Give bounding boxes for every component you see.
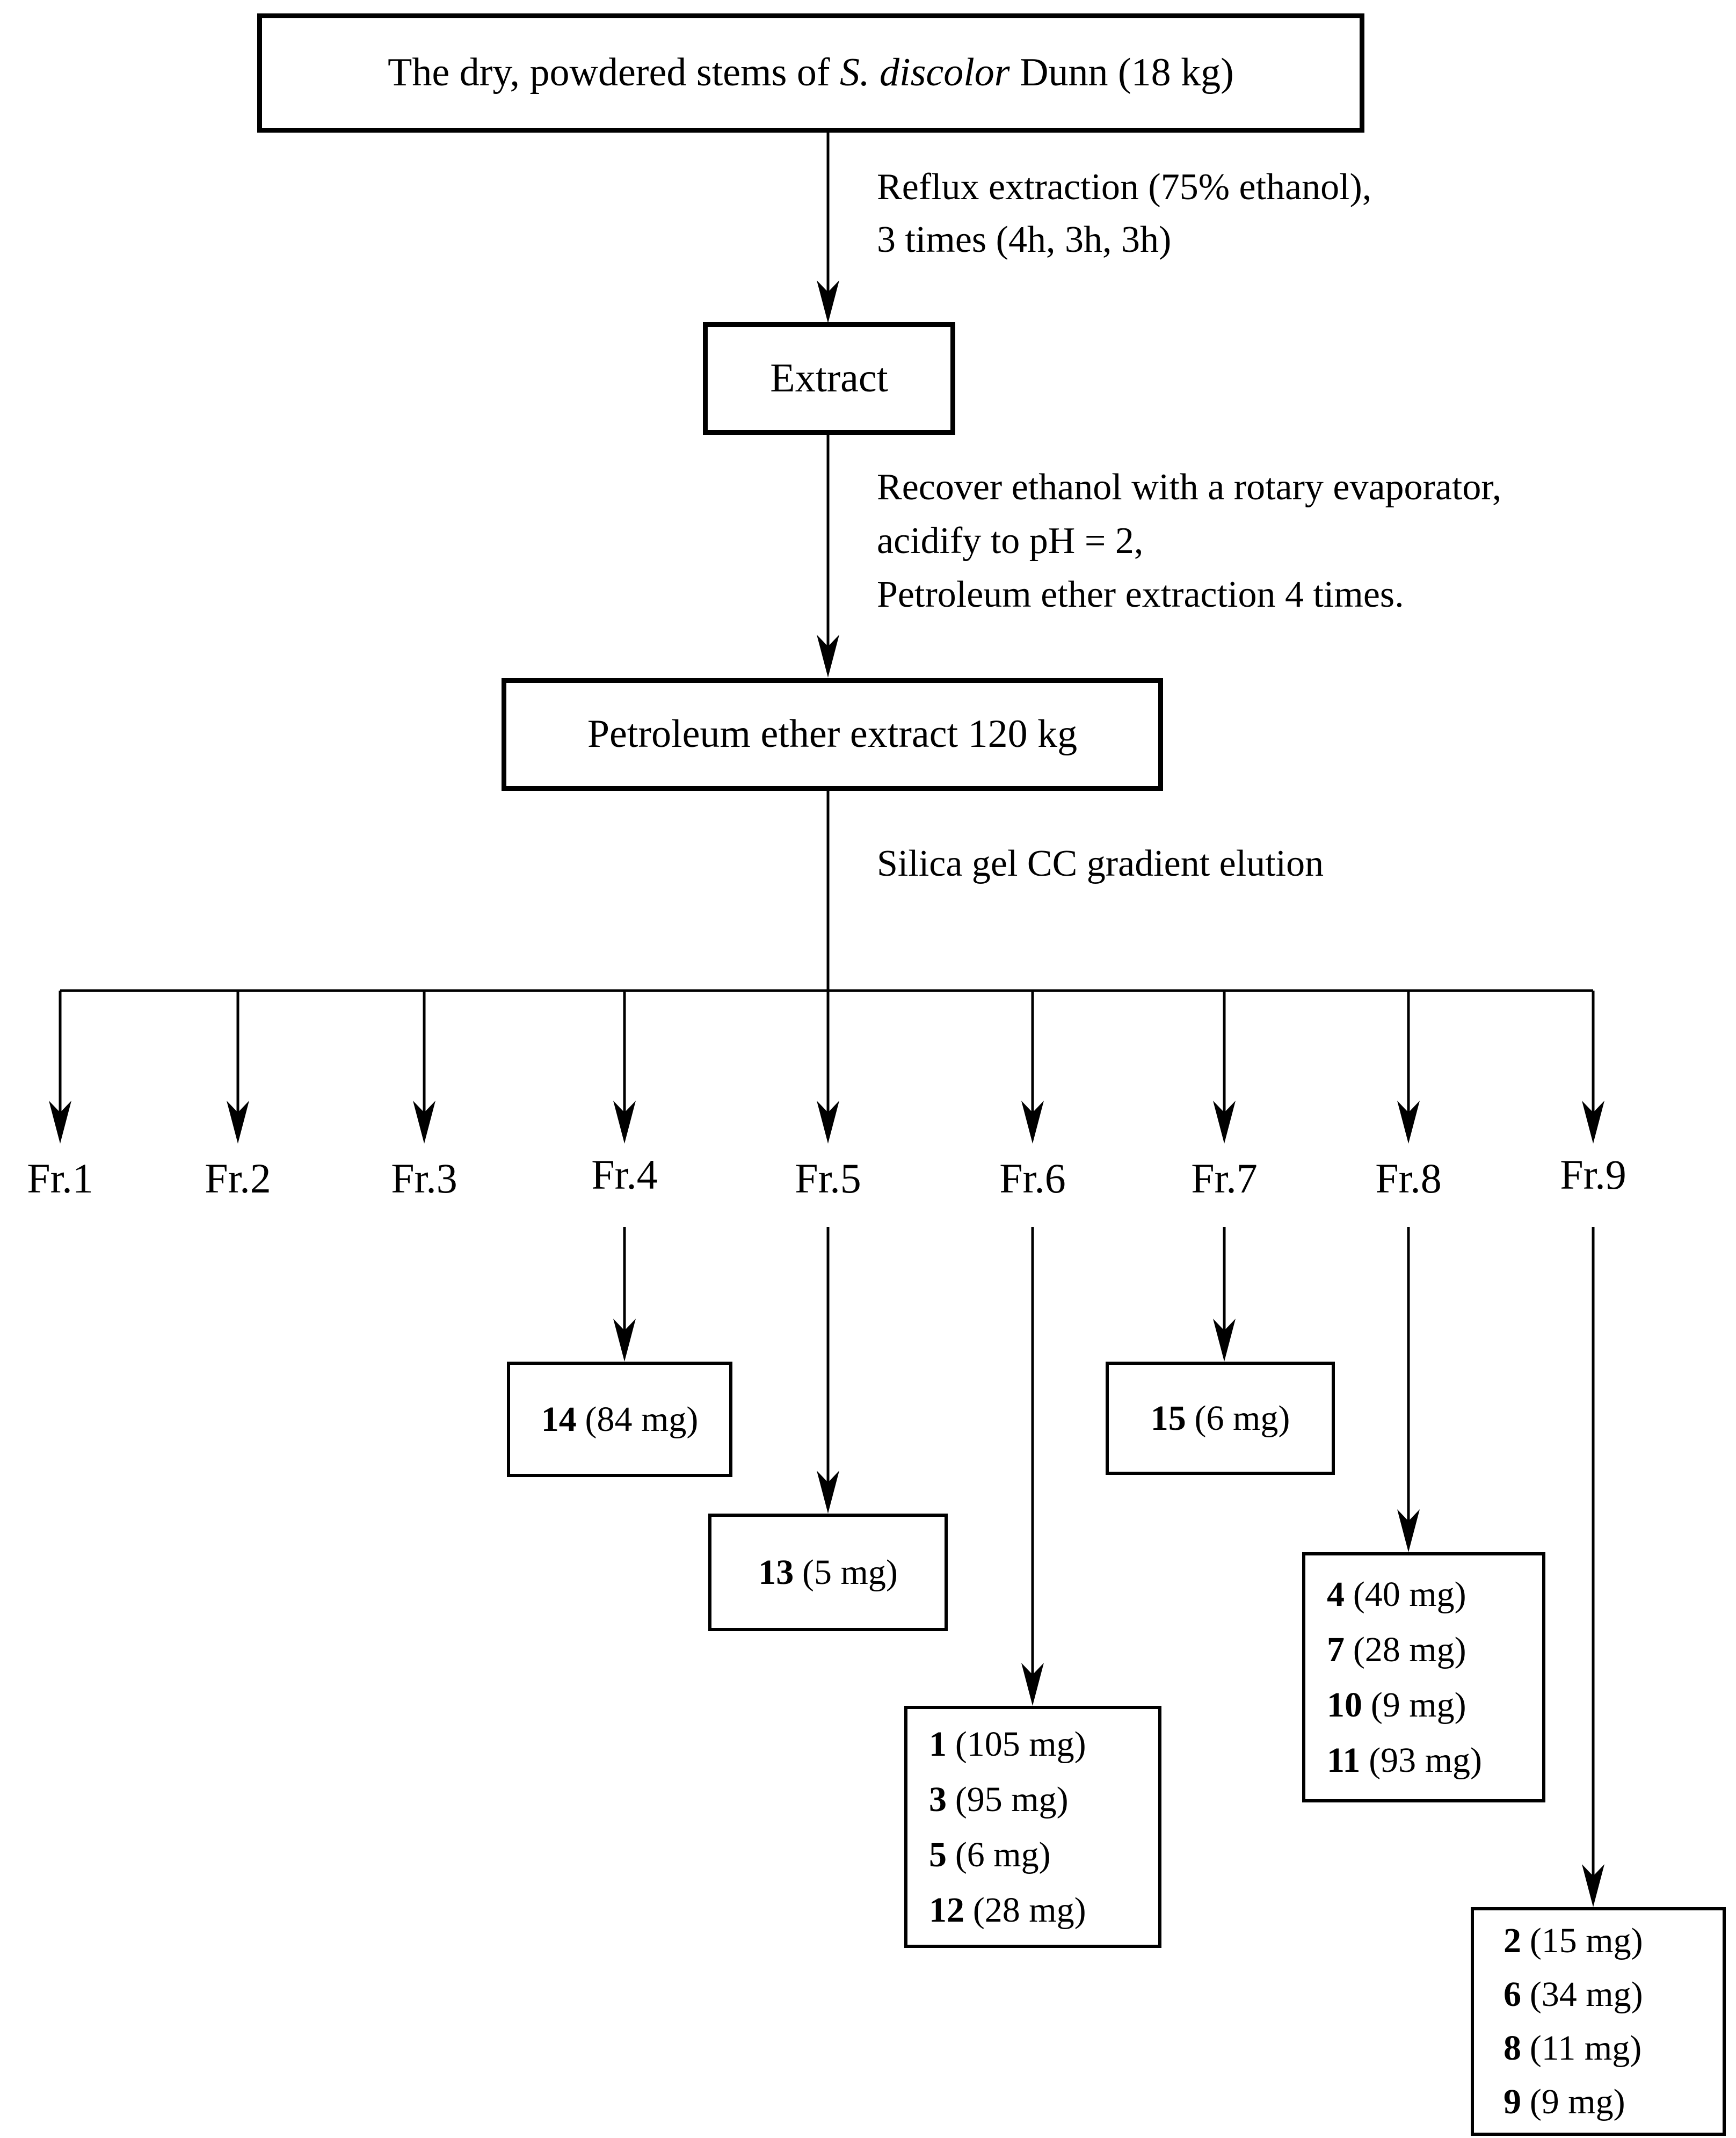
compound-entry: 8(11 mg) <box>1503 2021 1641 2075</box>
compound-number: 9 <box>1503 2082 1521 2121</box>
compound-entry: 13(5 mg) <box>758 1545 898 1600</box>
fraction-label-fr6: Fr.6 <box>999 1155 1066 1202</box>
compound-box-fr6: 1(105 mg) 3(95 mg) 5(6 mg) 12(28 mg) <box>904 1706 1161 1948</box>
compound-number: 13 <box>758 1553 794 1592</box>
fraction-label-fr7: Fr.7 <box>1191 1155 1258 1202</box>
arrow-source-to-extract <box>817 133 839 323</box>
arrow-fraction-1 <box>49 991 71 1144</box>
compound-amount: (95 mg) <box>955 1779 1069 1819</box>
compound-amount: (28 mg) <box>1353 1630 1466 1669</box>
fraction-label-fr9: Fr.9 <box>1560 1151 1626 1198</box>
compound-number: 2 <box>1503 1921 1521 1960</box>
species-name-italic: S. discolor <box>840 50 1010 95</box>
compound-entry: 10(9 mg) <box>1327 1677 1466 1733</box>
source-text-prefix: The dry, powdered stems of <box>388 50 840 95</box>
arrow-fr7-to-box <box>1213 1227 1236 1362</box>
workup-line-3: Petroleum ether extraction 4 times. <box>877 574 1404 615</box>
arrow-fr4-to-box <box>613 1227 636 1362</box>
compound-amount: (40 mg) <box>1353 1575 1466 1614</box>
arrow-fraction-2 <box>227 991 249 1144</box>
compound-amount: (34 mg) <box>1529 1975 1643 2014</box>
silica-gel-label: Silica gel CC gradient elution <box>877 843 1324 884</box>
extract-box: Extract <box>703 322 955 435</box>
compound-number: 14 <box>541 1400 577 1439</box>
fraction-label-fr4: Fr.4 <box>591 1151 658 1198</box>
compound-number: 1 <box>929 1724 947 1764</box>
compound-entry: 7(28 mg) <box>1327 1622 1466 1677</box>
compound-amount: (6 mg) <box>955 1835 1051 1874</box>
compound-number: 4 <box>1327 1575 1345 1614</box>
petroleum-extract-label: Petroleum ether extract 120 kg <box>587 712 1078 757</box>
compound-number: 7 <box>1327 1630 1345 1669</box>
arrow-fraction-5 <box>817 991 839 1144</box>
arrow-fraction-6 <box>1021 991 1044 1144</box>
compound-entry: 4(40 mg) <box>1327 1567 1466 1622</box>
fraction-label-fr2: Fr.2 <box>205 1155 271 1202</box>
compound-number: 5 <box>929 1835 947 1874</box>
arrow-fr6-to-box <box>1021 1227 1044 1706</box>
source-text-suffix: Dunn (18 kg) <box>1009 50 1234 95</box>
compound-amount: (6 mg) <box>1194 1399 1290 1438</box>
arrow-fraction-7 <box>1213 991 1236 1144</box>
compound-amount: (105 mg) <box>955 1724 1086 1764</box>
compound-amount: (9 mg) <box>1370 1685 1466 1725</box>
compound-entry: 12(28 mg) <box>929 1882 1086 1938</box>
fraction-label-fr5: Fr.5 <box>795 1155 861 1202</box>
compound-entry: 9(9 mg) <box>1503 2075 1625 2129</box>
compound-amount: (9 mg) <box>1529 2082 1625 2121</box>
arrow-fraction-3 <box>413 991 435 1144</box>
compound-entry: 3(95 mg) <box>929 1772 1069 1827</box>
source-material-label: The dry, powdered stems of S. discolor D… <box>388 50 1234 96</box>
compound-box-fr4: 14(84 mg) <box>507 1362 732 1477</box>
compound-number: 8 <box>1503 2028 1521 2068</box>
fraction-label-fr3: Fr.3 <box>391 1155 457 1202</box>
arrow-fraction-9 <box>1582 991 1604 1144</box>
compound-entry: 14(84 mg) <box>541 1392 699 1447</box>
compound-number: 15 <box>1150 1399 1186 1438</box>
compound-entry: 11(93 mg) <box>1327 1733 1482 1788</box>
arrow-fraction-8 <box>1397 991 1420 1144</box>
arrow-fr5-to-box <box>817 1227 839 1514</box>
compound-amount: (28 mg) <box>972 1890 1086 1930</box>
arrow-fr9-to-box <box>1582 1227 1604 1907</box>
compound-amount: (15 mg) <box>1529 1921 1643 1960</box>
compound-entry: 15(6 mg) <box>1151 1391 1290 1446</box>
source-material-box: The dry, powdered stems of S. discolor D… <box>257 13 1364 133</box>
workup-line-1: Recover ethanol with a rotary evaporator… <box>877 467 1502 508</box>
compound-number: 6 <box>1503 1975 1521 2014</box>
compound-amount: (11 mg) <box>1529 2028 1642 2068</box>
compound-number: 12 <box>929 1890 964 1930</box>
compound-amount: (93 mg) <box>1369 1741 1482 1780</box>
workup-line-2: acidify to pH = 2, <box>877 520 1144 562</box>
compound-number: 10 <box>1327 1685 1362 1725</box>
compound-amount: (5 mg) <box>802 1553 898 1592</box>
reflux-extraction-label: Reflux extraction (75% ethanol), 3 times… <box>877 161 1371 266</box>
compound-entry: 2(15 mg) <box>1503 1914 1643 1968</box>
compound-entry: 6(34 mg) <box>1503 1968 1643 2021</box>
reflux-line-1: Reflux extraction (75% ethanol), <box>877 166 1372 208</box>
compound-number: 11 <box>1327 1741 1361 1780</box>
arrow-fraction-4 <box>613 991 636 1144</box>
compound-entry: 5(6 mg) <box>929 1827 1051 1882</box>
compound-entry: 1(105 mg) <box>929 1717 1086 1772</box>
fraction-label-fr1: Fr.1 <box>27 1155 93 1202</box>
arrow-fr8-to-box <box>1397 1227 1420 1552</box>
fraction-label-fr8: Fr.8 <box>1375 1155 1442 1202</box>
compound-box-fr8: 4(40 mg) 7(28 mg) 10(9 mg) 11(93 mg) <box>1302 1552 1545 1802</box>
compound-number: 3 <box>929 1779 947 1819</box>
compound-box-fr7: 15(6 mg) <box>1106 1362 1335 1475</box>
reflux-line-2: 3 times (4h, 3h, 3h) <box>877 219 1172 260</box>
compound-box-fr5: 13(5 mg) <box>708 1514 948 1631</box>
compound-box-fr9: 2(15 mg) 6(34 mg) 8(11 mg) 9(9 mg) <box>1471 1907 1726 2136</box>
extract-box-label: Extract <box>770 355 888 401</box>
workup-label: Recover ethanol with a rotary evaporator… <box>877 461 1501 622</box>
petroleum-extract-box: Petroleum ether extract 120 kg <box>502 678 1163 791</box>
arrow-extract-to-petroleum <box>817 435 839 678</box>
compound-amount: (84 mg) <box>585 1400 699 1439</box>
